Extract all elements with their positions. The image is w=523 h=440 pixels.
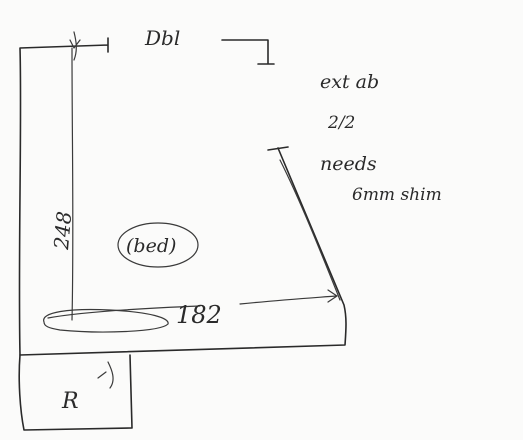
vertical-dimension-line [69,31,81,321]
note-line-2: 2/2 [327,113,355,133]
vertical-dimension-label: 248 [49,210,76,251]
top-bracket [221,39,275,65]
corner-tick [97,361,114,389]
dimension-oval [43,308,169,333]
horizontal-dimension-label: 182 [176,301,222,329]
corner-mark-label: R [61,389,79,414]
room-name-circle [117,222,199,268]
note-line-1: ext ab [320,71,379,93]
note-line-3: needs [320,153,377,175]
diagonal-wall [279,159,341,301]
top-dimension-label: Dbl [144,26,180,50]
note-line-4: 6mm shim [352,185,442,205]
room-outline [18,37,347,356]
room-name-label: (bed) [126,235,176,257]
lower-box-outline [18,354,133,431]
